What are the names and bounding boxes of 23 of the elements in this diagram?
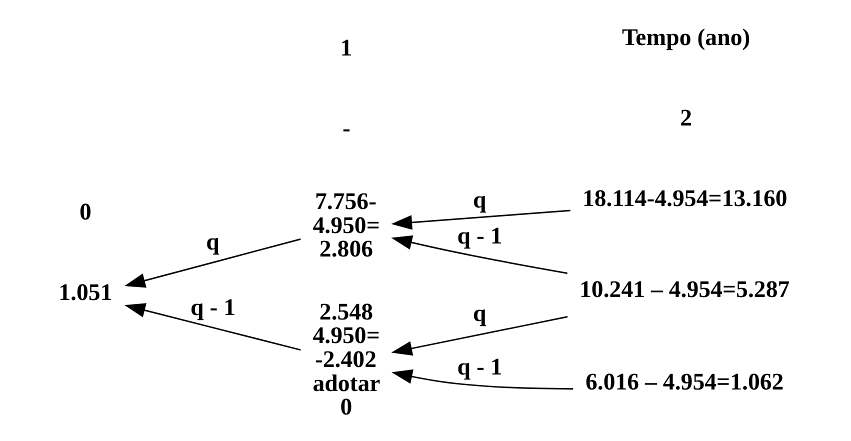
node-text: 1.051 (58, 280, 112, 306)
label: 0 (78, 199, 91, 226)
edge-label: q (472, 300, 486, 327)
edge-label: q - 1 (456, 223, 502, 250)
edge-label: q (206, 229, 219, 256)
label: Tempo (ano) (621, 25, 750, 52)
node-text: 7.756- 4.950= 2.806 (312, 189, 380, 263)
label: - (342, 116, 350, 142)
label: 1 (340, 36, 352, 62)
arrow (390, 210, 570, 230)
label: 2 (680, 106, 692, 132)
edge-label: q - 1 (190, 294, 236, 321)
edge-label: q - 1 (456, 354, 502, 380)
arrow (390, 316, 568, 356)
node-text: 6.016 – 4.954=1.062 (584, 369, 784, 396)
arrow (124, 303, 300, 351)
arrow (124, 238, 300, 288)
node-text: 2.548 4.950= -2.402 adotar 0 (312, 299, 380, 421)
arrow (390, 235, 567, 274)
node-text: 10.241 – 4.954=5.287 (579, 276, 790, 303)
edge-label: q (472, 188, 486, 214)
arrow (391, 369, 573, 390)
node-text: 18.114-4.954=13.160 (582, 186, 787, 212)
